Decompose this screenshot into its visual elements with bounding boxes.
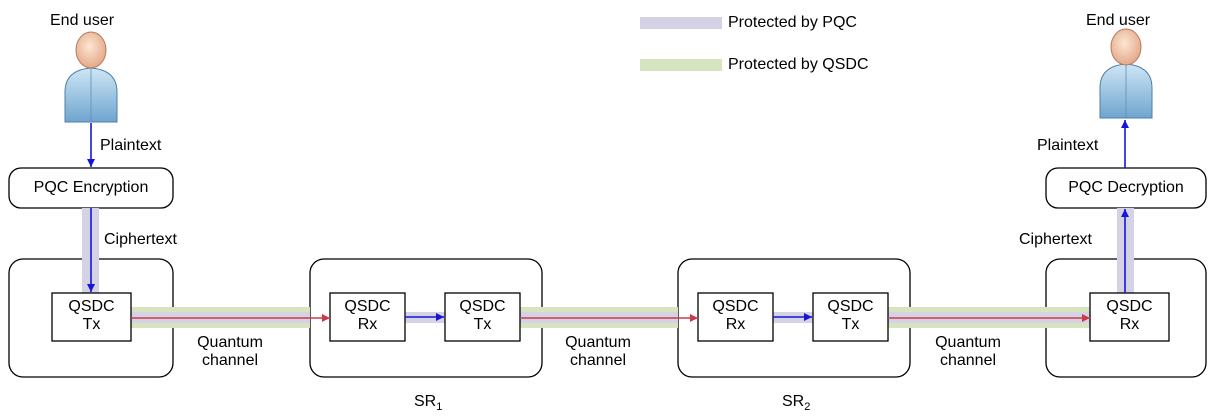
qsdc-rx-sr2-line1: QSDC bbox=[712, 298, 759, 315]
quantum-channel-1-line2: channel bbox=[201, 352, 259, 369]
end-user-left-label: End user bbox=[50, 12, 115, 29]
quantum-channel-label-2: Quantum channel bbox=[548, 334, 648, 370]
end-user-left-icon bbox=[64, 31, 118, 123]
quantum-channel-3-line1: Quantum bbox=[935, 334, 1001, 351]
quantum-channel-1-line1: Quantum bbox=[197, 334, 263, 351]
qsdc-tx-sr1-box bbox=[444, 292, 521, 342]
legend-qsdc-label: Protected by QSDC bbox=[728, 56, 869, 73]
qsdc-tx-left-label: QSDC Tx bbox=[52, 298, 131, 334]
quantum-channel-label-3: Quantum channel bbox=[918, 334, 1018, 370]
relay-sr1-base: SR bbox=[414, 393, 437, 410]
qsdc-tx-sr1-line1: QSDC bbox=[459, 298, 506, 315]
qsdc-rx-right-box bbox=[1089, 292, 1170, 342]
relay-sr2-base: SR bbox=[782, 393, 805, 410]
ciphertext-left-label: Ciphertext bbox=[104, 231, 177, 248]
qsdc-tx-left-box bbox=[51, 292, 132, 342]
qsdc-rx-sr2-label: QSDC Rx bbox=[698, 298, 773, 334]
qsdc-rx-sr1-label: QSDC Rx bbox=[330, 298, 405, 334]
qsdc-tx-sr1-line2: Tx bbox=[473, 316, 492, 333]
qsdc-tx-sr2-line2: Tx bbox=[841, 316, 860, 333]
end-user-right-label: End user bbox=[1086, 12, 1151, 29]
plaintext-right-label: Plaintext bbox=[1037, 137, 1099, 154]
ciphertext-right-label: Ciphertext bbox=[1019, 231, 1092, 248]
qsdc-tx-left-line1: QSDC bbox=[68, 298, 115, 315]
relay-label-sr1: SR1 bbox=[414, 393, 442, 416]
qsdc-tx-sr2-box bbox=[812, 292, 889, 342]
relay-label-sr2: SR2 bbox=[782, 393, 810, 416]
end-user-right-icon bbox=[1099, 28, 1153, 119]
plaintext-left-label: Plaintext bbox=[100, 137, 162, 154]
qsdc-rx-sr2-box bbox=[697, 292, 774, 342]
qsdc-rx-sr2-line2: Rx bbox=[725, 316, 746, 333]
quantum-channel-2-line1: Quantum bbox=[565, 334, 631, 351]
legend-pqc-label: Protected by PQC bbox=[728, 14, 857, 31]
pqc-decryption-label: PQC Decryption bbox=[1068, 179, 1184, 196]
pqc-encryption-label: PQC Encryption bbox=[33, 179, 149, 196]
relay-sr1-sub: 1 bbox=[436, 401, 443, 414]
qsdc-rx-sr1-line1: QSDC bbox=[344, 298, 391, 315]
qsdc-rx-right-label: QSDC Rx bbox=[1090, 298, 1169, 334]
relay-sr2-sub: 2 bbox=[804, 401, 811, 414]
qsdc-tx-left-line2: Tx bbox=[82, 316, 101, 333]
quantum-channel-2-line2: channel bbox=[569, 352, 627, 369]
legend-pqc-swatch bbox=[640, 17, 722, 29]
qsdc-rx-sr1-line2: Rx bbox=[357, 316, 378, 333]
qsdc-tx-sr2-label: QSDC Tx bbox=[813, 298, 888, 334]
quantum-channel-3-line2: channel bbox=[939, 352, 997, 369]
legend-qsdc-swatch bbox=[640, 59, 722, 71]
qsdc-rx-right-line2: Rx bbox=[1119, 316, 1140, 333]
quantum-channel-label-1: Quantum channel bbox=[180, 334, 280, 370]
qsdc-tx-sr2-line1: QSDC bbox=[827, 298, 874, 315]
qsdc-tx-sr1-label: QSDC Tx bbox=[445, 298, 520, 334]
qsdc-rx-right-line1: QSDC bbox=[1106, 298, 1153, 315]
